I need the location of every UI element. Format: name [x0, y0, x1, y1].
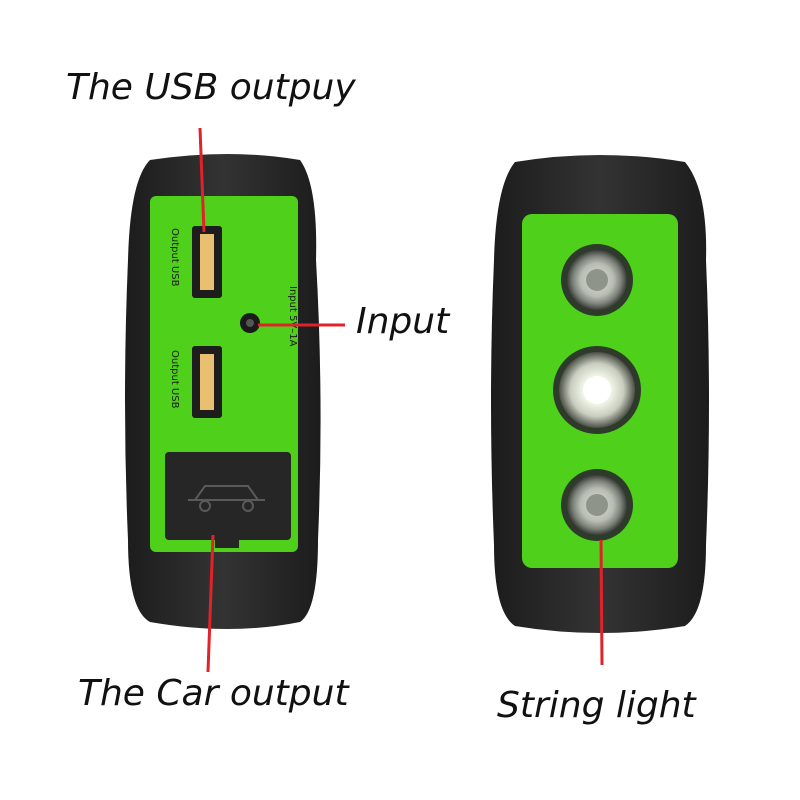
usb-insert-2 [200, 354, 214, 410]
pointer-car [206, 534, 215, 673]
usb-output-label: The USB outpuy [66, 67, 356, 108]
usb-port-1-text: Output USB [169, 228, 180, 287]
led-middle-chip [583, 376, 611, 404]
left-device: Output USB Output USB Input 5V–1A [125, 154, 321, 629]
string-light-label: String light [497, 685, 696, 726]
usb-insert-1 [200, 234, 214, 290]
usb-port-2-text: Output USB [169, 350, 180, 409]
right-device [491, 155, 709, 633]
led-top-chip [586, 269, 608, 291]
input-label: Input [356, 301, 450, 342]
car-cover-tab [215, 540, 239, 548]
car-output-cover [165, 452, 291, 540]
input-jack-pin [246, 319, 254, 327]
pointer-light [599, 539, 604, 666]
led-bottom-chip [586, 494, 608, 516]
pointer-usb [198, 127, 206, 233]
pointer-lines [198, 127, 604, 673]
car-icon [188, 485, 265, 512]
car-output-label: The Car output [78, 673, 349, 714]
input-port-text: Input 5V–1A [287, 286, 298, 347]
